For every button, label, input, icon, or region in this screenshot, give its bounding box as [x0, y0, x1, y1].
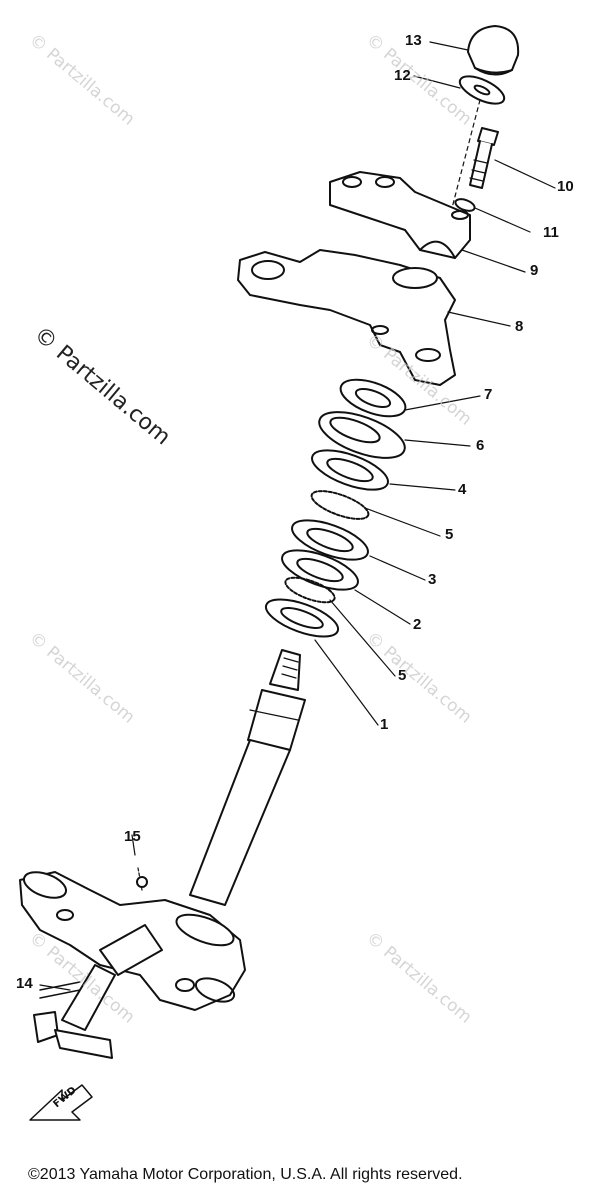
callout-10: 10	[557, 178, 574, 195]
bearing-race-lower-part	[264, 598, 340, 638]
callout-5-upper: 5	[445, 526, 454, 543]
lock-washer-part	[454, 198, 476, 212]
cap-nut-part	[467, 25, 520, 76]
upper-bracket-part	[237, 249, 456, 386]
copyright-notice: ©2013 Yamaha Motor Corporation, U.S.A. A…	[28, 1166, 463, 1183]
parts-diagram: © Partzilla.com © Partzilla.com © Partzi…	[16, 25, 574, 1121]
bearing-race-part-2	[281, 549, 359, 591]
callout-7: 7	[484, 386, 493, 403]
callout-13: 13	[405, 32, 422, 49]
screw-part-15	[136, 867, 148, 891]
bearing-cover-part	[318, 411, 406, 459]
bearing-race-upper-part	[311, 449, 389, 491]
bolt-part	[469, 127, 499, 189]
steering-stem-part	[189, 649, 306, 906]
steering-assembly-drawing	[19, 25, 556, 1121]
washer-part-12	[458, 75, 506, 105]
callout-14: 14	[16, 975, 33, 992]
callout-1: 1	[380, 716, 389, 733]
bearing-race-part-3	[291, 519, 369, 561]
callout-8: 8	[515, 318, 524, 335]
callout-5-lower: 5	[398, 667, 407, 684]
callout-9: 9	[530, 262, 539, 279]
callout-4: 4	[458, 481, 467, 498]
callout-3: 3	[428, 571, 437, 588]
handlebar-holder-part	[329, 171, 471, 259]
callout-11: 11	[543, 224, 559, 241]
callout-2: 2	[413, 616, 422, 633]
steel-balls-lower-part	[284, 576, 336, 604]
callout-15: 15	[124, 828, 141, 845]
steering-lock-part	[33, 924, 163, 1059]
callout-12: 12	[394, 67, 411, 84]
forward-direction-arrow	[29, 1084, 93, 1121]
callout-6: 6	[476, 437, 485, 454]
leader-lines	[39, 41, 556, 991]
steel-balls-upper-part	[310, 490, 370, 520]
